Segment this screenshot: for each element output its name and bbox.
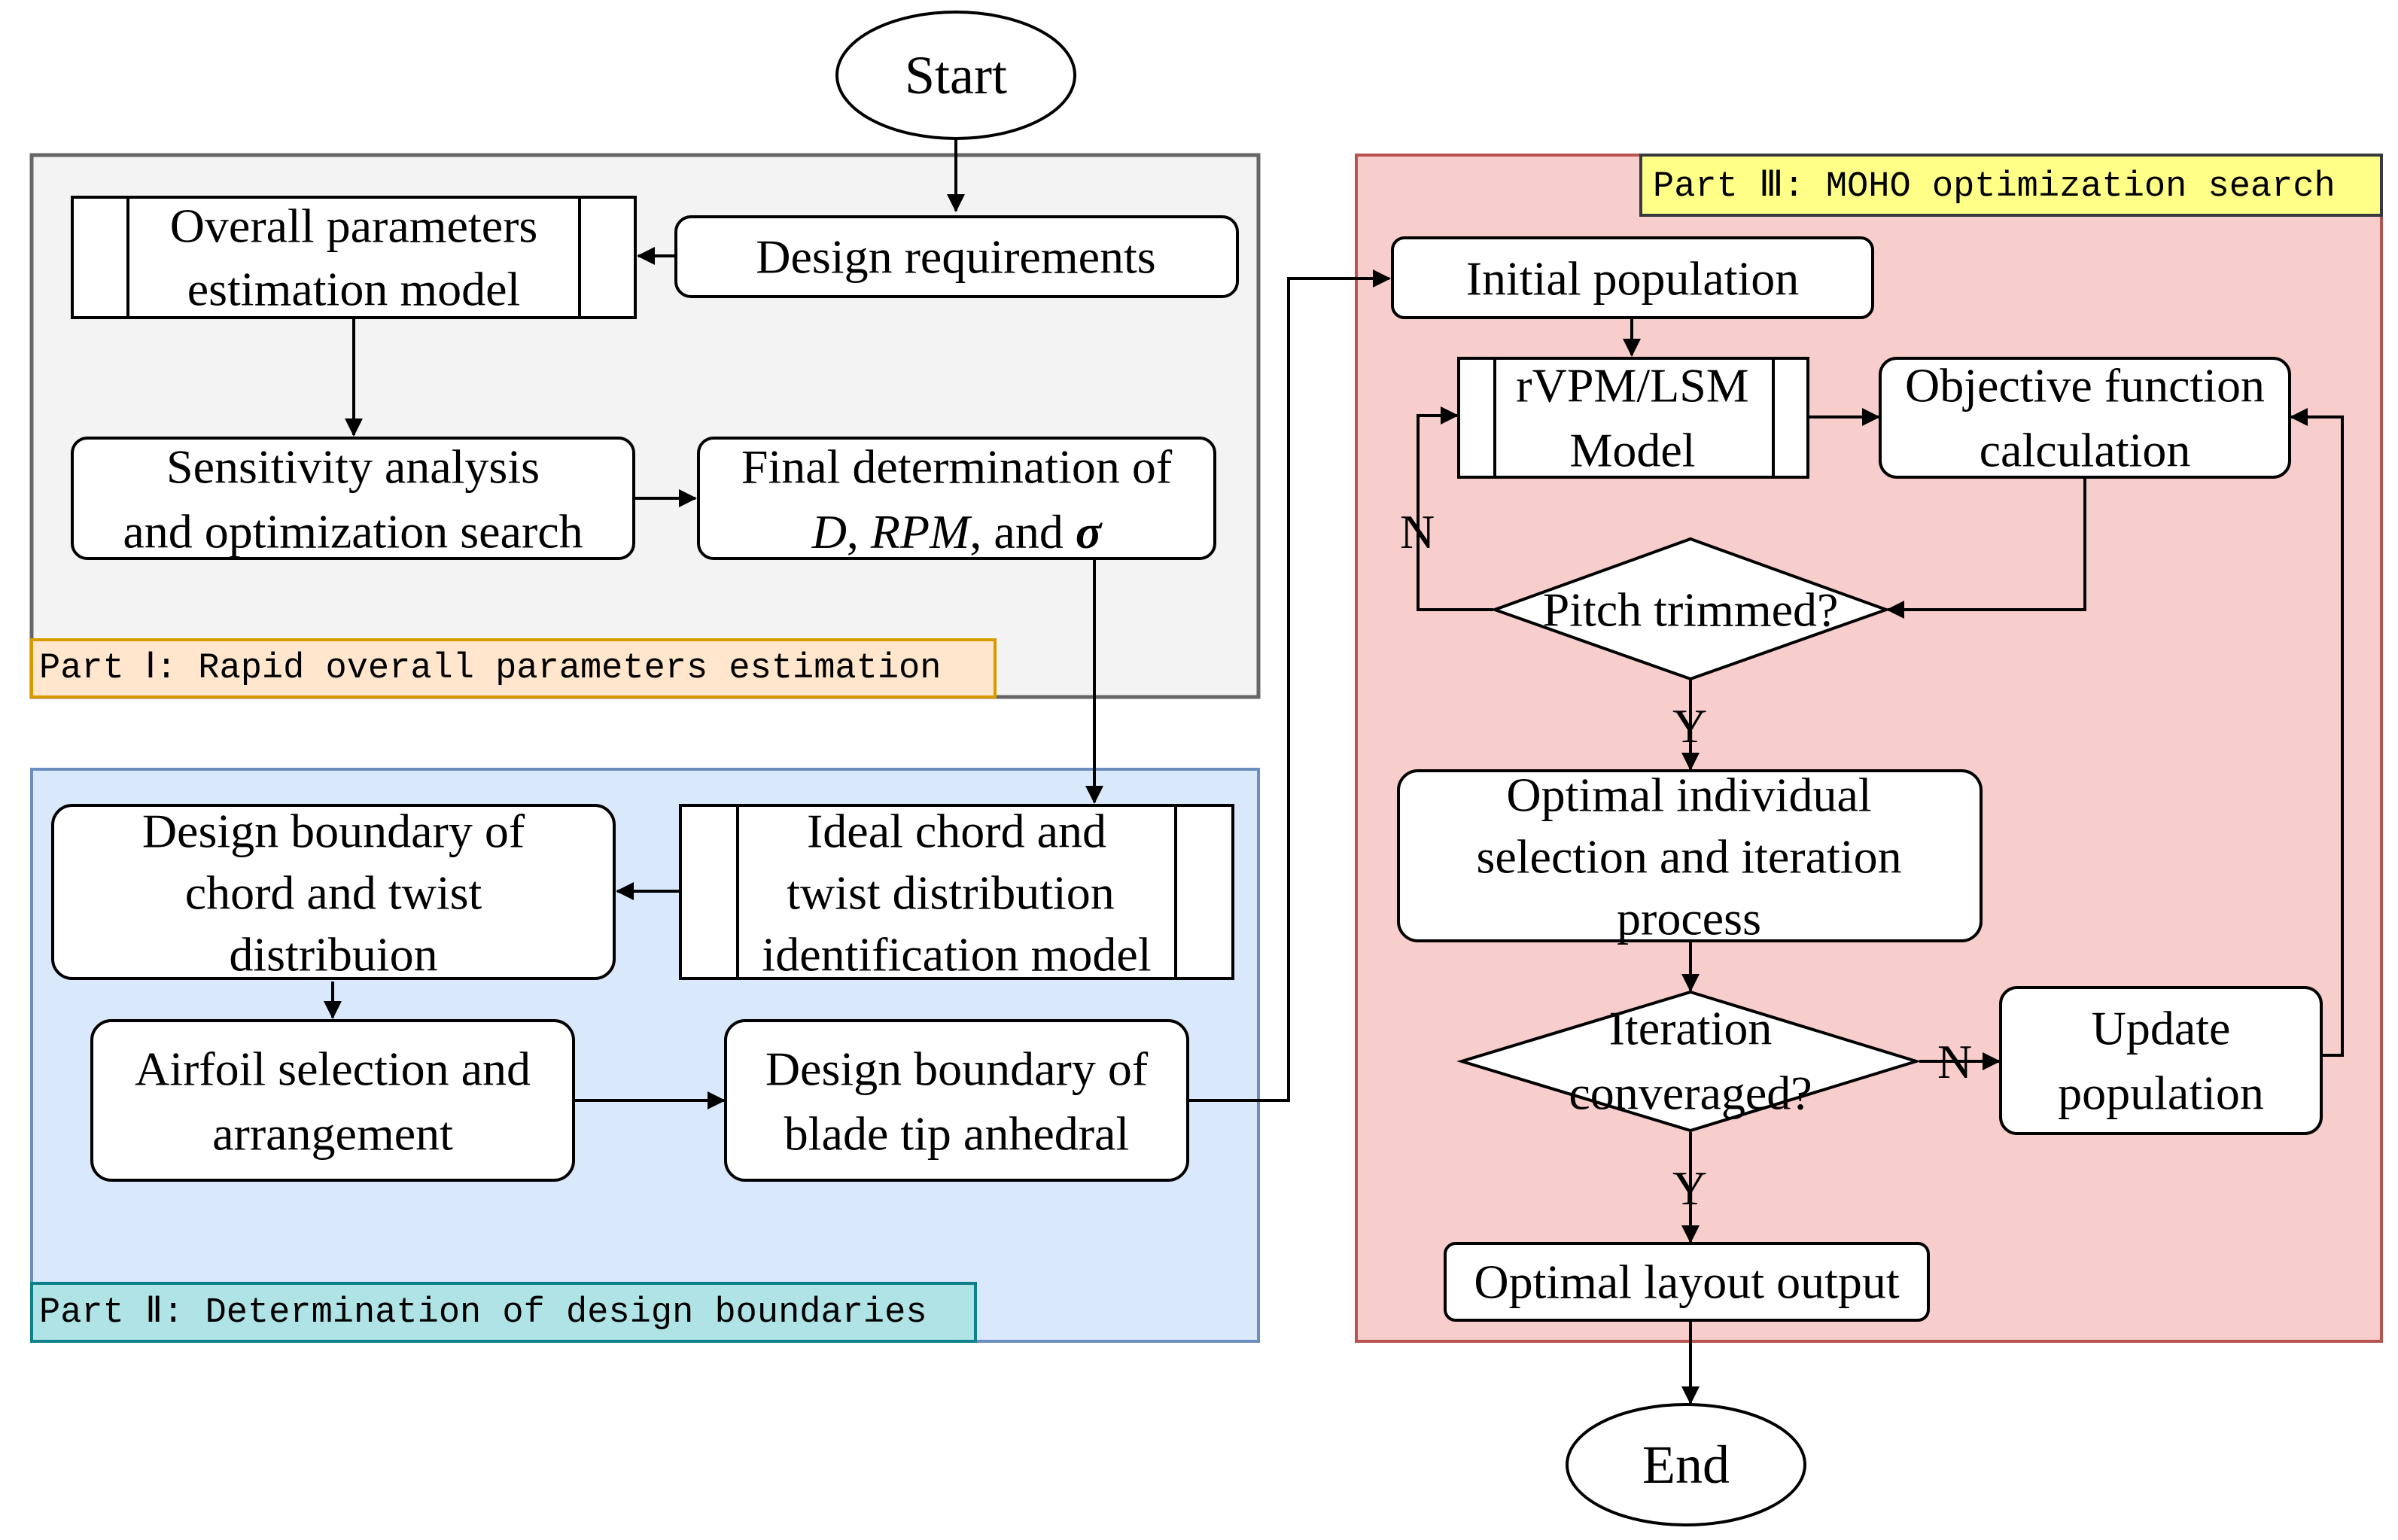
iteration-line1: Iteration: [1609, 1002, 1773, 1055]
boundary-tip-line2: blade tip anhedral: [784, 1107, 1129, 1161]
optimal-individual-line3: process: [1617, 892, 1761, 945]
sensitivity-analysis-node: Sensitivity analysis and optimization se…: [71, 437, 635, 560]
optimal-individual-node: Optimal individual selection and iterati…: [1397, 768, 1983, 945]
optimal-layout-output-node: Optimal layout output: [1444, 1242, 1930, 1322]
edges: [324, 139, 2344, 1405]
update-population-line1: Update: [2092, 1002, 2231, 1055]
end-label: End: [1642, 1435, 1730, 1495]
optimal-layout-label: Optimal layout output: [1474, 1255, 1900, 1309]
part2-label-text: Part Ⅱ: Determination of design boundari…: [39, 1293, 927, 1333]
final-determination-line1: Final determination of: [741, 440, 1173, 494]
part3-region: [1355, 154, 2383, 1343]
design-requirements-label: Design requirements: [756, 230, 1155, 284]
sensitivity-line2: and optimization search: [123, 505, 583, 558]
part3-label-text: Part Ⅲ: MOHO optimization search: [1653, 167, 2336, 207]
overall-params-line2: estimation model: [187, 263, 521, 316]
pitch-trimmed-label: Pitch trimmed?: [1543, 583, 1839, 637]
overall-params-model-node: Overall parameters estimation model: [71, 196, 637, 319]
part2-label: Part Ⅱ: Determination of design boundari…: [30, 1282, 977, 1343]
boundary-tip-line1: Design boundary of: [765, 1042, 1149, 1096]
design-boundary-chord-node: Design boundary of chord and twist distr…: [51, 804, 616, 982]
ideal-chord-line3: identification model: [762, 928, 1151, 982]
airfoil-line2: arrangement: [212, 1107, 453, 1161]
pitch-no-label: N: [1400, 505, 1435, 558]
iteration-line2: converaged?: [1569, 1067, 1812, 1120]
initial-population-label: Initial population: [1466, 252, 1800, 306]
boundary-chord-line1: Design boundary of: [142, 805, 525, 858]
end-node: End: [1566, 1403, 1806, 1526]
design-requirements-node: Design requirements: [674, 215, 1239, 298]
ideal-chord-model-node: Ideal chord and twist distribution ident…: [679, 804, 1234, 982]
iteration-converged-decision: Iteration converaged?: [1456, 990, 1922, 1133]
part3-label: Part Ⅲ: MOHO optimization search: [1639, 154, 2383, 217]
ideal-chord-line1: Ideal chord and: [807, 805, 1106, 858]
final-determination-node: Final determination of D, RPM, and σ: [697, 437, 1216, 560]
final-determination-rpm: RPM: [870, 505, 972, 558]
part1-label-text: Part Ⅰ: Rapid overall parameters estimat…: [39, 649, 941, 689]
sensitivity-line1: Sensitivity analysis: [166, 440, 540, 494]
start-label: Start: [905, 45, 1007, 105]
airfoil-selection-node: Airfoil selection and arrangement: [90, 1019, 575, 1182]
initial-population-node: Initial population: [1391, 236, 1874, 319]
start-node: Start: [835, 11, 1076, 140]
optimal-individual-line1: Optimal individual: [1506, 768, 1871, 822]
optimal-individual-line2: selection and iteration: [1476, 830, 1901, 884]
rvpm-line2: Model: [1569, 424, 1695, 477]
final-determination-d: D: [811, 505, 847, 558]
objective-function-node: Objective function calculation: [1879, 357, 2291, 479]
part1-label: Part Ⅰ: Rapid overall parameters estimat…: [30, 638, 997, 698]
objective-line2: calculation: [1980, 424, 2191, 477]
boundary-chord-line2: chord and twist: [185, 866, 482, 920]
final-determination-sep2: , and: [969, 505, 1075, 558]
pitch-yes-label: Y: [1672, 699, 1707, 753]
design-boundary-tip-node: Design boundary of blade tip anhedral: [724, 1019, 1189, 1182]
ideal-chord-line2: twist distribution: [787, 866, 1115, 920]
rvpm-lsm-model-node: rVPM/LSM Model: [1457, 357, 1809, 479]
final-determination-sigma: σ: [1076, 505, 1103, 558]
rvpm-line1: rVPM/LSM: [1516, 359, 1748, 412]
update-population-line2: population: [2058, 1067, 2264, 1120]
update-population-node: Update population: [1999, 986, 2323, 1135]
overall-params-line1: Overall parameters: [170, 199, 538, 253]
final-determination-line2: D, RPM, and σ: [811, 505, 1103, 558]
objective-line1: Objective function: [1905, 359, 2265, 412]
iteration-no-label: N: [1937, 1035, 1972, 1088]
final-determination-sep1: ,: [847, 505, 871, 558]
iteration-yes-label: Y: [1672, 1161, 1707, 1215]
boundary-chord-line3: distribuion: [229, 928, 437, 982]
pitch-trimmed-decision: Pitch trimmed?: [1490, 537, 1891, 681]
airfoil-line1: Airfoil selection and: [135, 1042, 531, 1096]
